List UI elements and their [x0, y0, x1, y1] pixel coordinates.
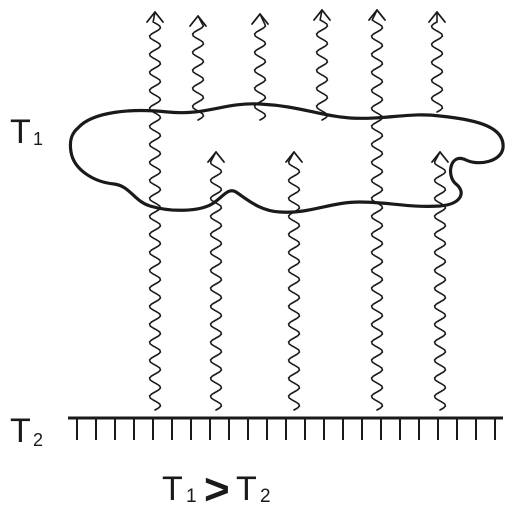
arrowhead-icon — [146, 11, 164, 23]
label-upper-main: T — [10, 113, 31, 151]
ground-hatch-ticks — [76, 418, 496, 440]
label-upper-sub: 1 — [33, 129, 43, 149]
arrowhead-icon — [285, 151, 303, 163]
relation-left-sub: 1 — [186, 486, 197, 507]
label-ground-main: T — [10, 412, 31, 450]
label-ground-temperature: T 2 — [10, 412, 43, 450]
label-ground-sub: 2 — [33, 430, 43, 450]
cloud-outline — [68, 102, 505, 214]
arrowhead-icon — [368, 9, 386, 21]
arrowhead-icon — [207, 151, 225, 163]
radiation-wave — [370, 9, 384, 411]
radiation-wave — [433, 151, 447, 411]
radiation-wave — [148, 11, 162, 411]
radiation-wave — [315, 9, 329, 121]
arrowhead-icon — [431, 151, 449, 163]
arrowhead-icon — [189, 15, 207, 27]
relation-right-sub: 2 — [260, 486, 271, 507]
relation-symbol: > — [204, 465, 230, 508]
label-upper-temperature: T 1 — [10, 113, 43, 151]
relation-left-main: T — [162, 470, 183, 508]
radiation-wave — [191, 15, 205, 121]
radiation-wave — [209, 151, 223, 411]
radiation-wave — [430, 11, 444, 113]
temperature-relation: T 1 > T 2 — [162, 465, 271, 508]
ground-surface — [68, 416, 503, 440]
arrowhead-icon — [313, 9, 331, 21]
radiation-waves — [146, 9, 449, 411]
relation-right-main: T — [236, 470, 257, 508]
radiation-wave — [287, 151, 301, 411]
arrowhead-icon — [428, 11, 446, 23]
arrowhead-icon — [251, 13, 269, 25]
